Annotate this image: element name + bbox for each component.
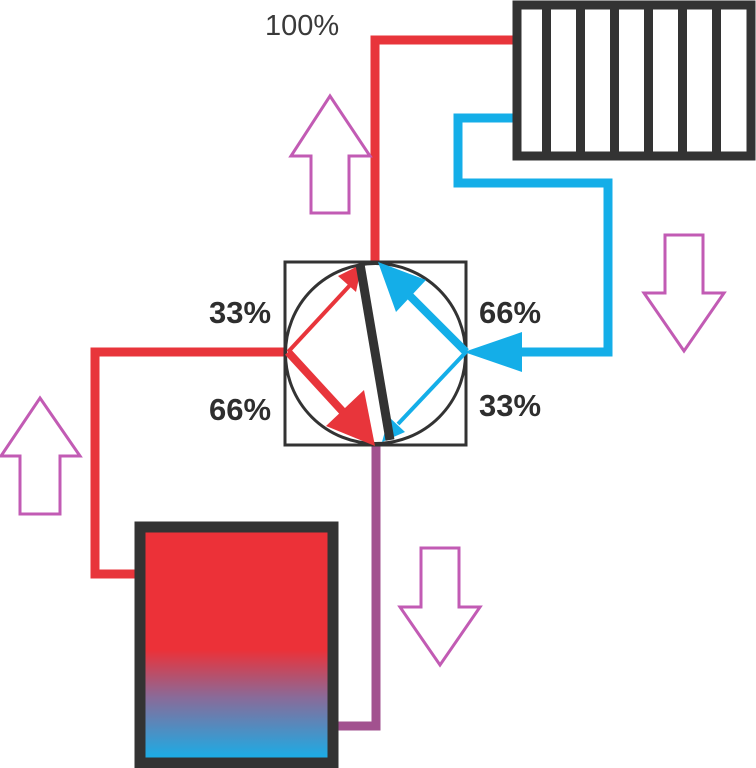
mixing-valve-icon (283, 260, 522, 447)
flow-up-arrow-icon (288, 93, 373, 215)
pipes (90, 35, 613, 731)
total-flow-label: 100% (265, 10, 339, 42)
cold-flow-thick-arrow (407, 293, 469, 355)
cold-upper-percent-label: 66% (479, 295, 541, 330)
cold-flow-thick-arrowhead (378, 262, 426, 312)
cold-return-pipe (453, 113, 613, 357)
hot-flow-thick-arrow (285, 349, 347, 416)
mixed-return-pipe (330, 446, 381, 731)
flow-down-arrow-icon (641, 233, 727, 354)
cold-lower-percent-label: 33% (479, 388, 541, 423)
storage-tank-icon (134, 521, 339, 768)
flow-down-arrow-icon (397, 546, 483, 668)
flow-arrows (0, 93, 727, 668)
hot-upper-percent-label: 33% (209, 295, 271, 330)
hot-supply-pipe (370, 35, 517, 262)
valve-divider (355, 263, 395, 441)
hot-lower-percent-label: 66% (209, 392, 271, 427)
radiator-icon (512, 0, 756, 161)
hot-flow-thin-arrow (286, 281, 354, 354)
flow-up-arrow-icon (0, 395, 83, 516)
cold-flow-thin-arrow (396, 350, 468, 426)
tank-hot-pipe (90, 347, 287, 579)
hot-flow-thin-arrowhead (338, 264, 362, 292)
hot-flow-thick-arrowhead (326, 390, 375, 446)
cold-inlet-arrowhead (464, 332, 522, 372)
